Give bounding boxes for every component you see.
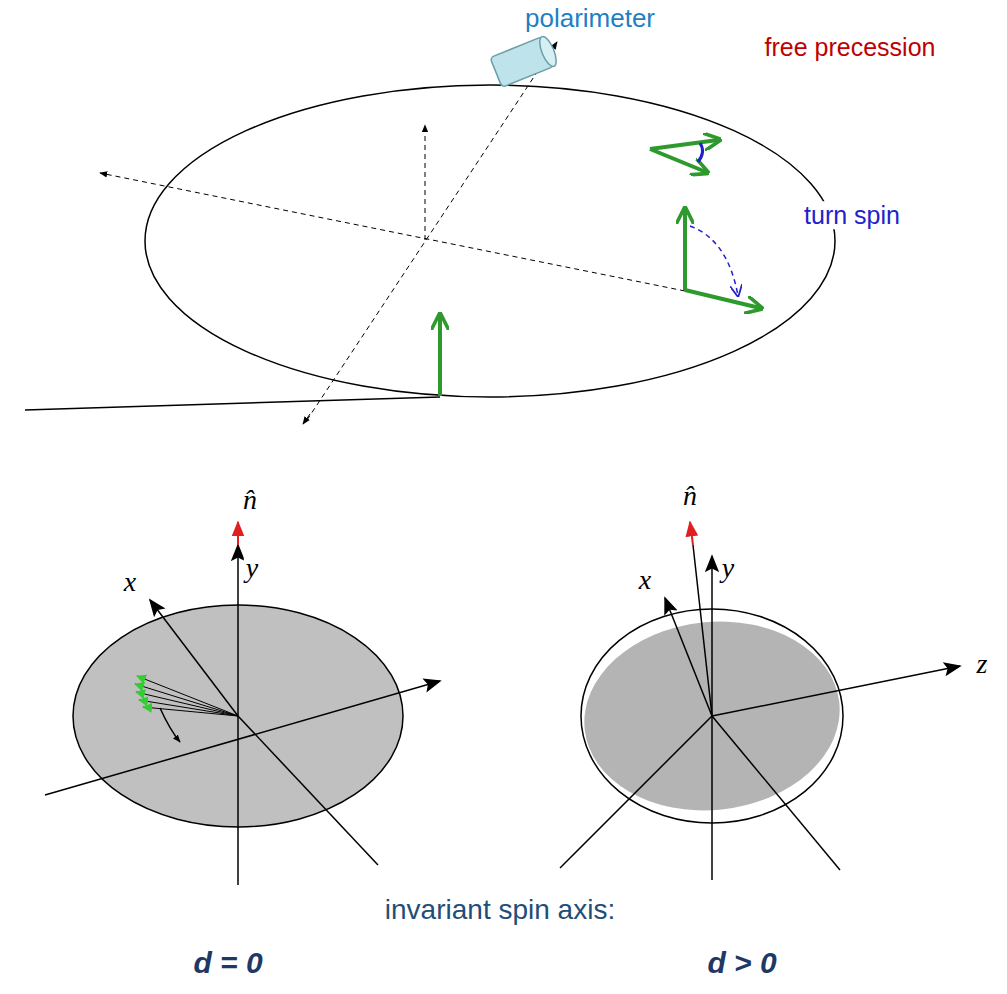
case-label: d = 0: [191, 946, 264, 979]
axis-label: n̂: [681, 480, 699, 511]
case-label-holder: d = 0: [191, 946, 264, 979]
axis-label-holder: y: [720, 553, 736, 584]
ring-ellipse: [145, 85, 835, 397]
axis-label-holder: x: [637, 565, 653, 596]
case-label-holder: d > 0: [705, 946, 778, 979]
storage-ring: [25, 42, 835, 424]
process-label: turn spin: [802, 201, 902, 229]
injection-line: [25, 397, 440, 410]
process-label-holder: free precession: [763, 34, 938, 62]
dashed-axis: [100, 173, 685, 291]
caption-label-holder: invariant spin axis:: [383, 895, 617, 926]
part-label-holder: polarimeter: [523, 4, 657, 33]
caption-label: invariant spin axis:: [383, 894, 617, 925]
axis-label: y: [244, 552, 260, 583]
axis-label: n̂: [241, 484, 259, 515]
dashed-axis: [425, 125, 426, 240]
spin-frame-right: [560, 522, 960, 880]
dashed-axis: [307, 42, 557, 420]
axis-label-holder: x: [122, 567, 138, 598]
axis-label-holder: z: [975, 649, 990, 680]
spin-frame-left: [45, 522, 440, 885]
process-label: free precession: [763, 33, 938, 61]
axis-label-holder: n̂: [681, 481, 699, 512]
case-label: d > 0: [705, 946, 778, 979]
axis-label-holder: y: [244, 553, 260, 584]
axis-label: y: [720, 552, 736, 583]
dashed-axis-head: [303, 414, 310, 424]
axis-label: x: [637, 564, 653, 595]
axis-label: x: [122, 566, 138, 597]
part-label: polarimeter: [523, 3, 657, 33]
spin-arrows: [440, 140, 760, 396]
process-label-holder: turn spin: [802, 202, 902, 230]
axis-label-holder: n̂: [241, 485, 259, 516]
axis-label: z: [975, 648, 990, 679]
polarimeter-symbol: [490, 34, 559, 87]
